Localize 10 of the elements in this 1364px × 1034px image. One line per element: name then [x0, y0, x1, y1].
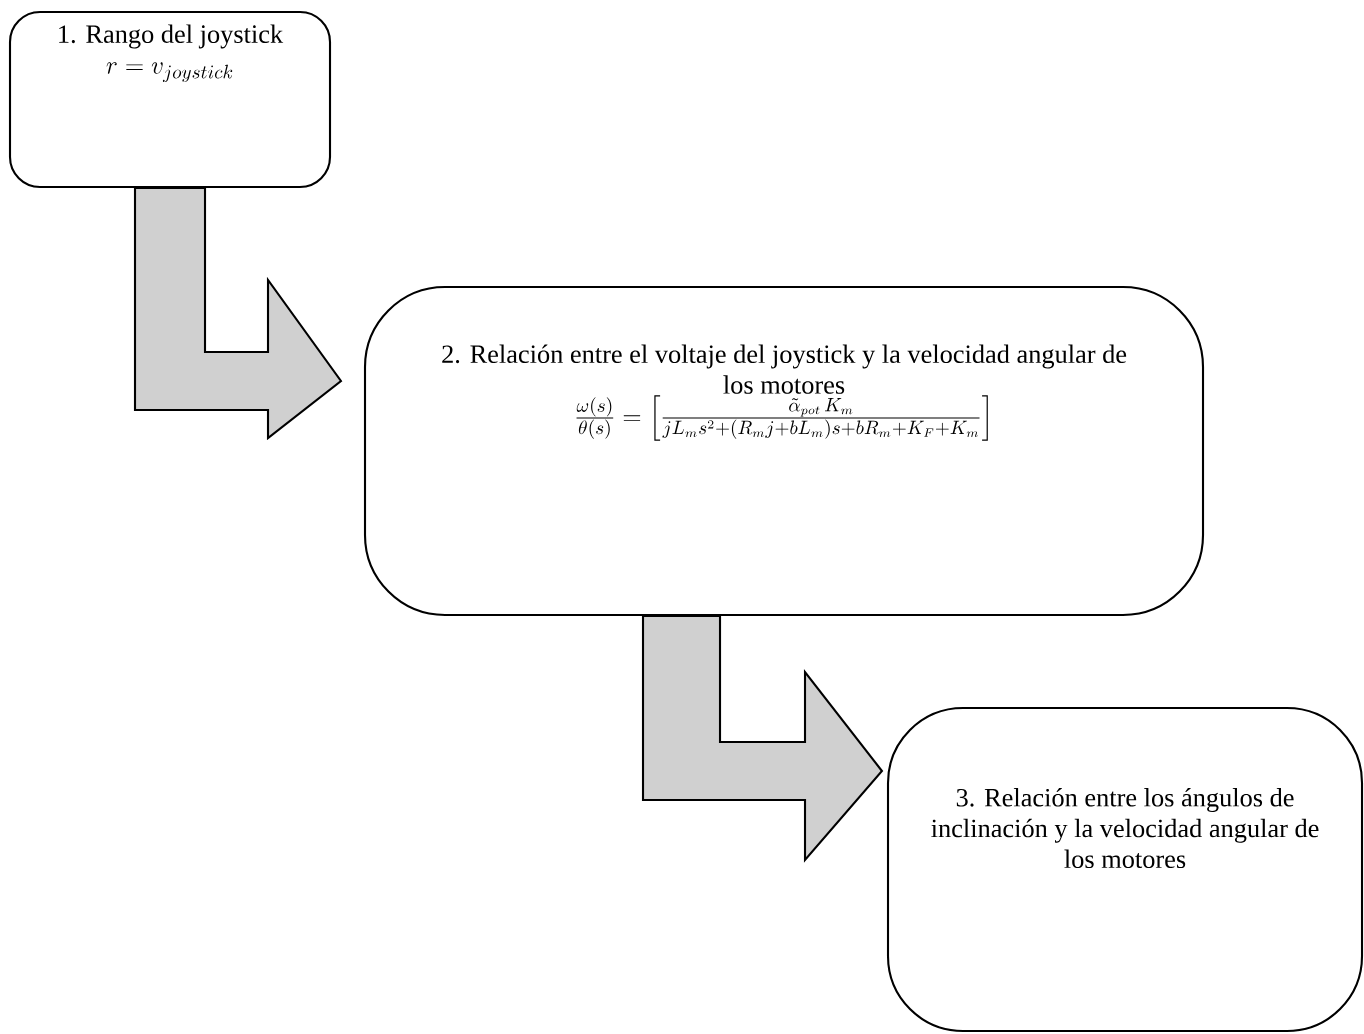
block-arrow — [133, 187, 343, 441]
box-heading: 1. Rango del joystick — [59, 24, 284, 49]
formula: $r = v_{joystick}$ — [106, 62, 233, 83]
formula: $\frac{\omega(s)}{\theta(s)} = \left[\frac{\tilde{\alpha}_{pot}\, K_m}{jL_m s^2 + (R_m j + bL_m)s + bR_m + K_F + K_m}\right]$ — [576, 395, 988, 441]
process-box — [363, 285, 1205, 617]
process-box — [8, 10, 332, 189]
box-heading: 3. Relación entre los ángulos de inclinación y la velocidad angular de los motores — [931, 788, 1319, 869]
box-heading: 2. Relación entre el voltaje del joystick y la velocidad angular de los motores — [442, 344, 1127, 394]
process-box — [886, 706, 1364, 1033]
block-arrow — [641, 615, 884, 863]
